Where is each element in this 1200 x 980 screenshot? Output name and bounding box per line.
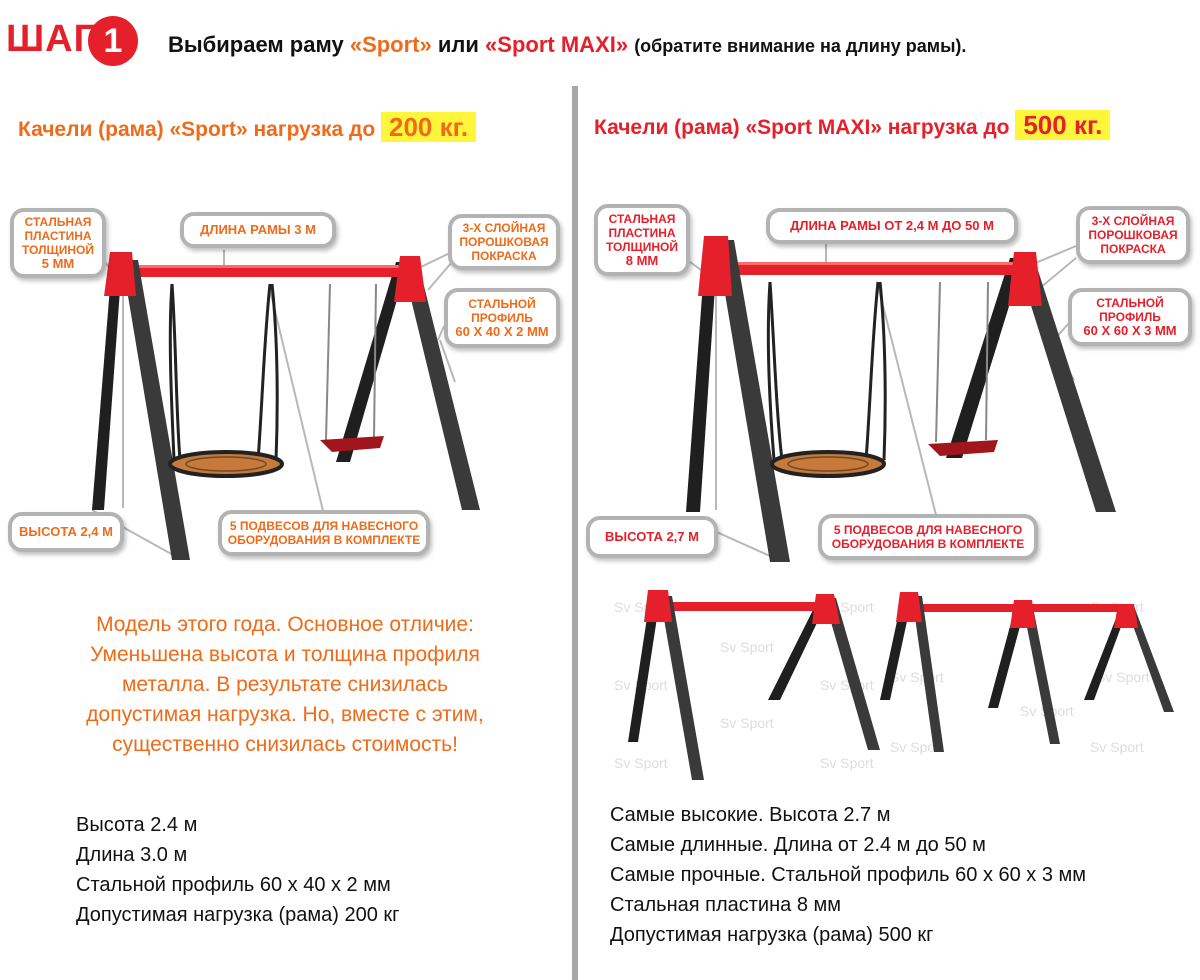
headline-or: или — [437, 32, 479, 57]
callout-line: СТАЛЬНАЯ — [24, 215, 92, 229]
right-callout-height: ВЫСОТА 2,7 М — [586, 516, 718, 558]
callout-line: ТОЛЩИНОЙ — [22, 243, 94, 257]
callout-line: 5 ПОДВЕСОВ ДЛЯ НАВЕСНОГО — [833, 523, 1023, 537]
frame-variant-double — [880, 592, 1174, 752]
callout-line: 5 ПОДВЕСОВ ДЛЯ НАВЕСНОГО — [229, 519, 419, 533]
right-callout-plate: СТАЛЬНАЯ ПЛАСТИНА ТОЛЩИНОЙ 8 ММ — [594, 204, 690, 276]
right-specs: Самые высокие. Высота 2.7 м Самые длинны… — [610, 800, 1086, 950]
frame-variant-single — [628, 590, 880, 780]
left-title-text: Качели (рама) «Sport» нагрузка до — [18, 118, 376, 141]
right-callout-paint: 3-Х СЛОЙНАЯ ПОРОШКОВАЯ ПОКРАСКА — [1076, 206, 1190, 264]
callout-line: 3-Х СЛОЙНАЯ — [462, 221, 546, 235]
callout-line: ТОЛЩИНОЙ — [606, 240, 678, 254]
spec-line: Высота 2.4 м — [76, 814, 198, 836]
callout-line: ПОКРАСКА — [471, 249, 537, 263]
headline-note: (обратите внимание на длину рамы). — [634, 36, 967, 56]
watermark: Sv Sport — [720, 639, 774, 655]
callout-line: ДЛИНА РАМЫ 3 М — [200, 222, 316, 237]
callout-line: 60 Х 40 Х 2 ММ — [455, 324, 549, 339]
callout-line: ПРОФИЛЬ — [471, 311, 533, 325]
left-swing-illustration — [91, 250, 480, 560]
step-number-badge: 1 — [88, 16, 138, 66]
callout-line: ВЫСОТА 2,4 М — [19, 524, 113, 539]
description-line: металла. В результате снизилась — [121, 673, 449, 696]
left-callout-height: ВЫСОТА 2,4 М — [8, 512, 124, 552]
spec-line: Самые длинные. Длина от 2.4 м до 50 м — [610, 834, 986, 856]
right-title: Качели (рама) «Sport MAXI» нагрузка до 5… — [594, 110, 1111, 141]
headline: Выбираем раму «Sport» или «Sport MAXI» (… — [168, 32, 966, 58]
spec-line: Длина 3.0 м — [76, 844, 188, 866]
left-specs: Высота 2.4 м Длина 3.0 м Стальной профил… — [76, 810, 399, 930]
spec-line: Стальная пластина 8 мм — [610, 894, 842, 916]
callout-line: СТАЛЬНОЙ — [1096, 296, 1164, 310]
column-divider — [572, 86, 578, 980]
watermark: Sv Sport — [890, 739, 944, 755]
callout-line: ПОКРАСКА — [1100, 242, 1166, 256]
watermark: Sv Sport — [820, 755, 874, 771]
right-callout-profile: СТАЛЬНОЙ ПРОФИЛЬ 60 Х 60 Х 3 ММ — [1068, 288, 1192, 346]
callout-line: ПЛАСТИНА — [24, 229, 92, 243]
description-line: Уменьшена высота и толщина профиля — [90, 643, 480, 666]
left-callout-profile: СТАЛЬНОЙ ПРОФИЛЬ 60 Х 40 Х 2 ММ — [444, 288, 560, 348]
callout-line: 5 ММ — [41, 256, 75, 271]
left-description: Модель этого года. Основное отличие: Уме… — [30, 610, 540, 760]
callout-line: ОБОРУДОВАНИЯ В КОМПЛЕКТЕ — [831, 537, 1025, 551]
callout-line: ПОРОШКОВАЯ — [1088, 228, 1178, 242]
callout-line: СТАЛЬНАЯ — [608, 212, 676, 226]
callout-line: 3-Х СЛОЙНАЯ — [1091, 214, 1175, 228]
left-title-load: 200 кг. — [381, 112, 477, 142]
callout-line: ДЛИНА РАМЫ ОТ 2,4 М ДО 50 М — [790, 218, 994, 233]
description-line: существенно снизилась стоимость! — [112, 733, 458, 756]
left-callout-plate: СТАЛЬНАЯ ПЛАСТИНА ТОЛЩИНОЙ 5 ММ — [10, 208, 106, 278]
left-callout-length: ДЛИНА РАМЫ 3 М — [180, 212, 336, 248]
callout-line: ПРОФИЛЬ — [1099, 310, 1161, 324]
watermark: Sv Sport — [820, 677, 874, 693]
right-title-text: Качели (рама) «Sport MAXI» нагрузка до — [594, 116, 1010, 139]
spec-line: Самые прочные. Стальной профиль 60 х 60 … — [610, 864, 1087, 886]
callout-line: ОБОРУДОВАНИЯ В КОМПЛЕКТЕ — [227, 533, 421, 547]
left-callout-paint: 3-Х СЛОЙНАЯ ПОРОШКОВАЯ ПОКРАСКА — [448, 214, 560, 270]
callout-line: ПЛАСТИНА — [608, 226, 676, 240]
right-callout-hangers: 5 ПОДВЕСОВ ДЛЯ НАВЕСНОГО ОБОРУДОВАНИЯ В … — [818, 514, 1038, 560]
callout-line: ВЫСОТА 2,7 М — [605, 529, 699, 544]
right-title-load: 500 кг. — [1015, 110, 1111, 140]
headline-model-maxi: «Sport MAXI» — [485, 32, 629, 57]
description-line: Модель этого года. Основное отличие: — [96, 613, 474, 636]
watermark: Sv Sport — [1096, 669, 1150, 685]
watermark: Sv Sport — [1090, 739, 1144, 755]
headline-model-sport: «Sport» — [349, 32, 432, 57]
description-line: допустимая нагрузка. Но, вместе с этим, — [86, 703, 484, 726]
spec-line: Допустимая нагрузка (рама) 500 кг — [610, 924, 934, 946]
spec-line: Самые высокие. Высота 2.7 м — [610, 804, 891, 826]
right-callout-length: ДЛИНА РАМЫ ОТ 2,4 М ДО 50 М — [766, 208, 1018, 244]
callout-line: ПОРОШКОВАЯ — [459, 235, 549, 249]
left-callout-hangers: 5 ПОДВЕСОВ ДЛЯ НАВЕСНОГО ОБОРУДОВАНИЯ В … — [218, 510, 430, 556]
step-word: ШАГ — [6, 18, 97, 60]
spec-line: Допустимая нагрузка (рама) 200 кг — [76, 904, 400, 926]
callout-line: 8 ММ — [625, 253, 659, 268]
watermark: Sv Sport — [614, 755, 668, 771]
left-title: Качели (рама) «Sport» нагрузка до 200 кг… — [18, 112, 477, 143]
callout-line: СТАЛЬНОЙ — [468, 297, 536, 311]
headline-prefix: Выбираем раму — [168, 32, 344, 57]
callout-line: 60 Х 60 Х 3 ММ — [1083, 323, 1177, 338]
watermark: Sv Sport — [720, 715, 774, 731]
watermark: Sv Sport — [890, 669, 944, 685]
spec-line: Стальной профиль 60 х 40 х 2 мм — [76, 874, 391, 896]
